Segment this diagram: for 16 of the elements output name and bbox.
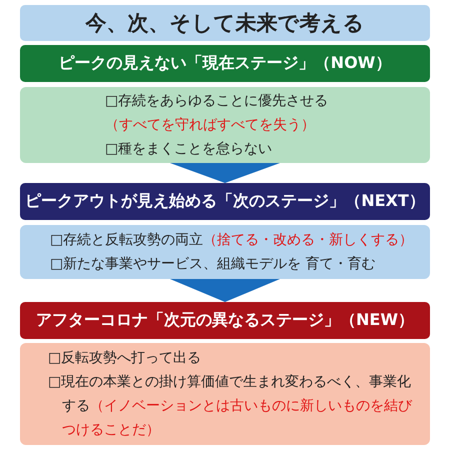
arrow bbox=[170, 279, 280, 302]
stage-header: ピークの見えない「現在ステージ」（NOW） bbox=[20, 45, 430, 82]
stage-detail-box bbox=[20, 87, 430, 163]
bullet-text: □存続と反転攻勢の両立（捨てる・改める・新しくする） bbox=[50, 231, 414, 250]
stage-header: ピークアウトが見え始める「次のステージ」（NEXT） bbox=[20, 183, 430, 220]
stage-detail-box bbox=[20, 343, 430, 445]
bullet-text: □存続をあらゆることに優先させる bbox=[105, 92, 330, 111]
bullet-text: □新たな事業やサービス、組織モデルを 育て・育む bbox=[50, 255, 377, 274]
stage-detail-box bbox=[20, 225, 430, 279]
arrow bbox=[170, 163, 280, 183]
stage-header: アフターコロナ「次元の異なるステージ」（NEW） bbox=[20, 302, 430, 339]
bullet-text: □現在の本業との掛け算価値で生まれ変わるべく、事業化する（イノベーションとは古いものに新しいものを結びつけることだ） bbox=[48, 373, 414, 440]
bullet-text: □種をまくことを怠らない bbox=[105, 140, 274, 159]
bullet-text: □反転攻勢へ打って出る bbox=[48, 349, 202, 368]
bullet-text: （すべてを守ればすべてを失う） bbox=[105, 116, 316, 135]
title-banner: 今、次、そして未来で考える bbox=[20, 5, 430, 41]
